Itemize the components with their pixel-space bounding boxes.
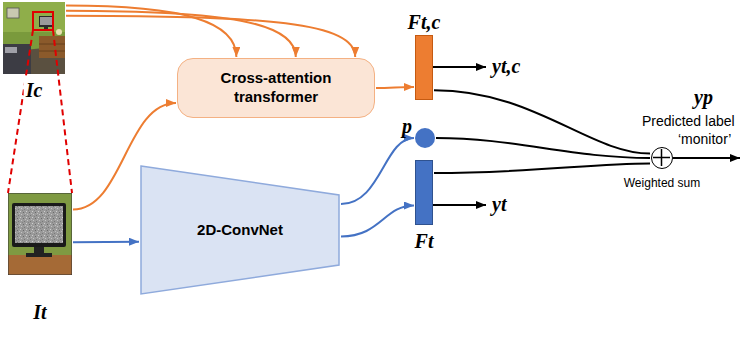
weight-circle: p xyxy=(415,128,435,148)
node-text: It xyxy=(33,301,46,323)
context-image-node: Ic xyxy=(3,2,65,74)
node-text: Ic xyxy=(24,79,45,101)
connector xyxy=(341,206,414,237)
output-label: yp xyxy=(694,86,713,108)
connector xyxy=(66,6,236,57)
output-arrow xyxy=(673,157,740,159)
feature-bar: Ft,c xyxy=(415,35,433,100)
node-text: Ft xyxy=(415,230,434,252)
connector xyxy=(434,164,650,174)
node-text: Weighted sum xyxy=(624,176,700,190)
output-label: yt xyxy=(492,193,506,215)
output-label: yt,c xyxy=(492,55,520,77)
target-image-node: It xyxy=(8,193,72,275)
zoom-line xyxy=(8,30,33,193)
transformer-box: Cross-attention transformer xyxy=(177,58,375,118)
plus-symbol xyxy=(652,148,671,167)
output-label: Predicted label xyxy=(642,113,735,130)
node-text: p xyxy=(402,115,412,137)
convnet-trapezoid: 2D-ConvNet xyxy=(140,165,340,295)
target-image xyxy=(8,193,72,275)
feature-bar: Ft xyxy=(415,160,433,225)
output-label: ‘monitor’ xyxy=(678,131,731,148)
output-arrow xyxy=(433,204,486,206)
context-image xyxy=(3,2,65,74)
connector xyxy=(436,138,650,158)
connector xyxy=(73,241,139,244)
connector xyxy=(341,138,414,204)
node-text: Cross-attention transformer xyxy=(206,69,346,107)
node-text: 2D-ConvNet xyxy=(197,221,283,240)
connector xyxy=(434,90,650,153)
connector xyxy=(376,87,414,88)
connector xyxy=(66,16,355,57)
zoom-line xyxy=(53,30,72,193)
sum-circle: Weighted sum xyxy=(651,147,673,169)
output-arrow xyxy=(433,66,486,68)
node-text: Ft,c xyxy=(408,11,441,33)
